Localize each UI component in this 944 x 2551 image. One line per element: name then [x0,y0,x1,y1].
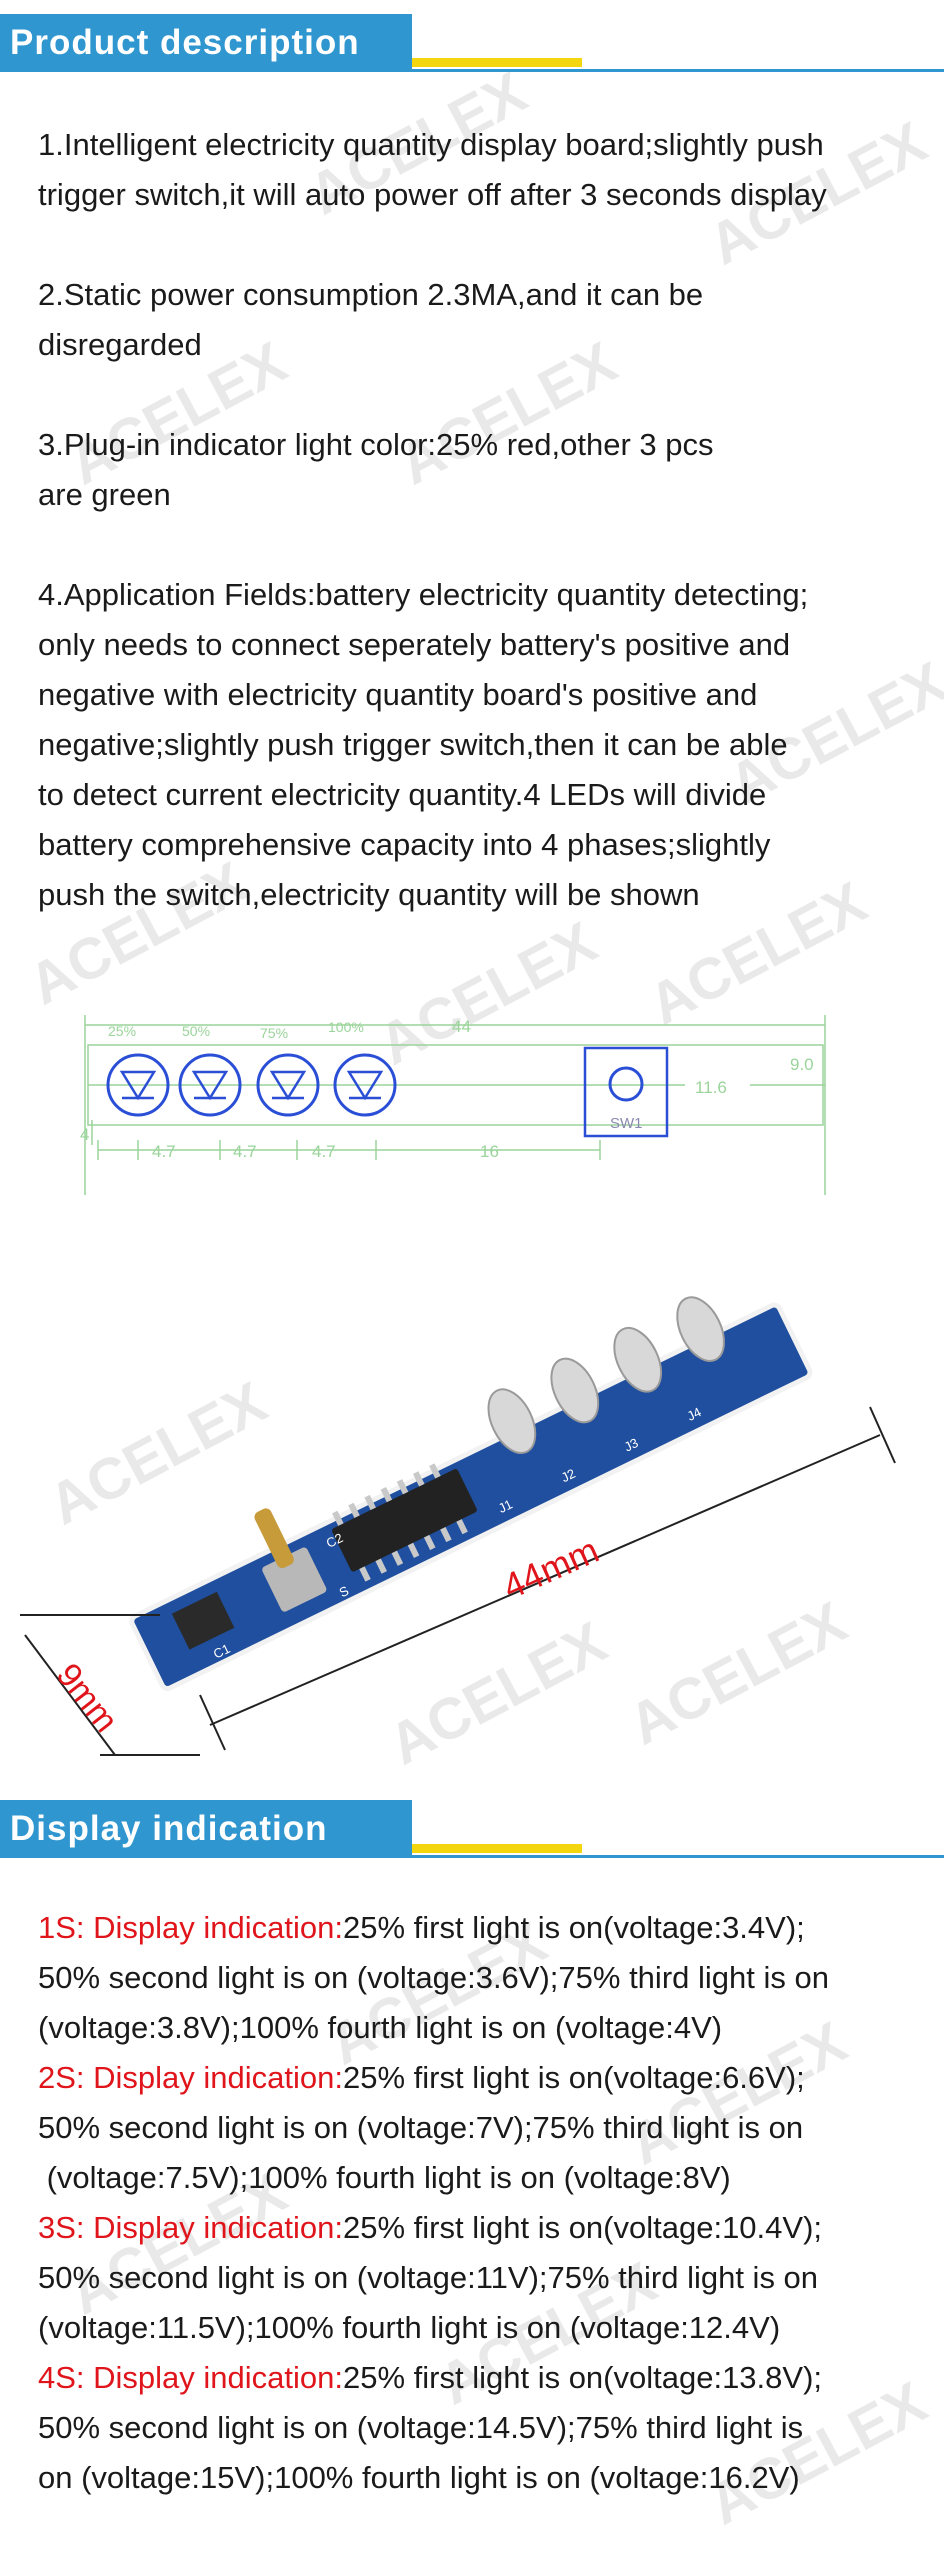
display-text: 25% first light is on(voltage:10.4V); [343,2210,823,2245]
dim-pitch-label: 4.7 [312,1142,336,1161]
switch-label: SW1 [610,1115,643,1132]
dim-pitch-label: 4.7 [233,1142,257,1161]
display-label: 3S: Display indication: [38,2210,343,2245]
display-line: 2S: Display indication:25% first light i… [38,2053,938,2103]
header-accent-line [412,58,582,67]
dimension-diagram: 44 9.0 11.6 25% 50% 75% 100% 4.7 4.7 4.7… [80,1015,826,1195]
dim-pitch-label: 4.7 [152,1142,176,1161]
dim-switch-distance-label: 16 [480,1142,499,1161]
silk-j2: J2 [559,1466,578,1486]
dim-switch-offset-label: 11.6 [695,1078,727,1097]
section-title: Product description [10,23,360,62]
display-label: 4S: Display indication: [38,2360,343,2395]
dim-small-label: 4 [80,1125,89,1144]
switch-outline [583,1046,669,1138]
display-line: 50% second light is on (voltage:3.6V);75… [38,1960,829,1995]
led-symbols [106,1053,397,1117]
silk-c2: C2 [324,1530,346,1551]
display-text: 25% first light is on(voltage:6.6V); [343,2060,805,2095]
description-paragraph-2: 2.Static power consumption 2.3MA,and it … [38,277,704,362]
dim-width-label: 44 [452,1017,471,1036]
header-accent-line [412,1844,582,1853]
description-paragraph-1: 1.Intelligent electricity quantity displ… [38,127,827,212]
display-line: (voltage:11.5V);100% fourth light is on … [38,2310,781,2345]
dim-height-label: 9.0 [790,1055,814,1074]
display-line: on (voltage:15V);100% fourth light is on… [38,2460,800,2495]
header-tab: Product description [0,14,412,72]
silk-j4: J4 [685,1404,704,1424]
switch-button [608,1066,644,1102]
led-array [487,1296,725,1454]
product-photo: C1 S C2 J1 J2 J3 J4 44mm 9mm [20,1296,896,1756]
display-line: (voltage:7.5V);100% fourth light is on (… [38,2160,731,2195]
display-line: 50% second light is on (voltage:7V);75% … [38,2110,804,2145]
display-line: 3S: Display indication:25% first light i… [38,2203,938,2253]
display-line: (voltage:3.8V);100% fourth light is on (… [38,2010,723,2045]
header-rule [412,1855,944,1858]
display-label: 2S: Display indication: [38,2060,343,2095]
display-line: 1S: Display indication:25% first light i… [38,1903,938,1953]
led-label-100: 100% [328,1019,364,1035]
header-rule [412,69,944,72]
silk-c1: C1 [211,1641,233,1662]
silk-j3: J3 [622,1435,641,1455]
display-line: 50% second light is on (voltage:14.5V);7… [38,2410,804,2445]
switch-button-shaft [254,1508,294,1569]
ic-chip [332,1469,477,1572]
display-line: 50% second light is on (voltage:11V);75%… [38,2260,819,2295]
led-label-25: 25% [108,1023,136,1039]
led-label-50: 50% [182,1023,210,1039]
header-tab: Display indication [0,1800,412,1858]
section-title: Display indication [10,1809,328,1848]
silk-j1: J1 [496,1496,515,1516]
length-dimension-label: 44mm [497,1529,605,1607]
display-line: 4S: Display indication:25% first light i… [38,2353,938,2403]
led-label-75: 75% [260,1025,288,1041]
section-header-display-indication: Display indication [0,1800,944,1862]
description-paragraph-3: 3.Plug-in indicator light color:25% red,… [38,427,714,512]
display-text: 25% first light is on(voltage:13.8V); [343,2360,823,2395]
display-label: 1S: Display indication: [38,1910,343,1945]
section-header-product-description: Product description [0,14,944,76]
regulator [171,1591,235,1650]
width-dimension-label: 9mm [49,1657,125,1740]
description-paragraph-4: 4.Application Fields:battery electricity… [38,577,809,912]
display-text: 25% first light is on(voltage:3.4V); [343,1910,805,1945]
